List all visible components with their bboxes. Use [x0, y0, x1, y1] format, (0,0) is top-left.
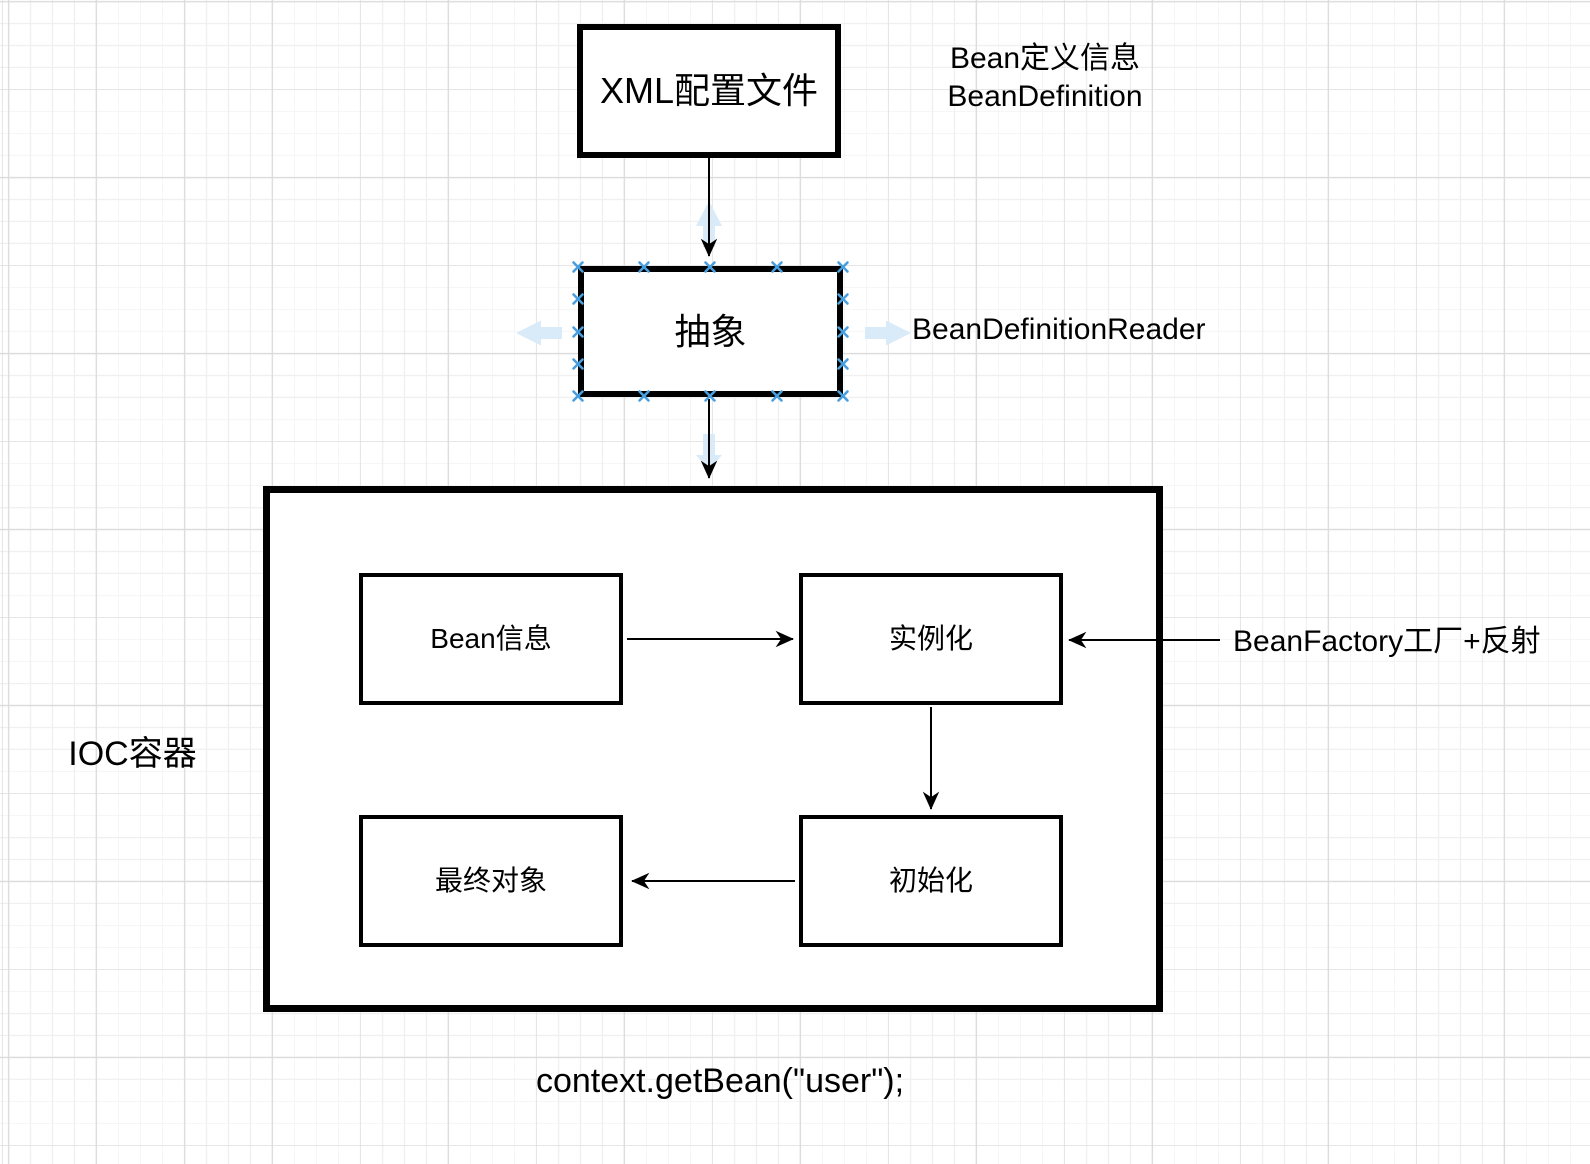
connection-point-icon[interactable] — [771, 390, 783, 402]
connection-point-icon[interactable] — [572, 390, 584, 402]
annotation-bean-definition[interactable]: Bean定义信息 BeanDefinition — [920, 40, 1170, 116]
annotation-bean-definition-line1: Bean定义信息 — [949, 42, 1141, 75]
node-instantiate-label: 实例化 — [888, 623, 973, 655]
connection-point-icon[interactable] — [572, 358, 584, 370]
annotation-bean-factory[interactable]: BeanFactory工厂+反射 — [1233, 625, 1541, 658]
connection-point-icon[interactable] — [837, 358, 849, 370]
direction-arrow-left-icon[interactable] — [516, 320, 562, 346]
direction-arrow-right-icon[interactable] — [865, 320, 911, 346]
node-bean-info[interactable]: Bean信息 — [359, 573, 623, 705]
annotation-bean-definition-line2: BeanDefinition — [947, 80, 1143, 113]
connection-point-icon[interactable] — [572, 293, 584, 305]
ioc-container-label: IOC容器 — [68, 735, 197, 773]
node-initialize-label: 初始化 — [888, 865, 973, 897]
node-initialize[interactable]: 初始化 — [799, 815, 1063, 947]
node-xml-config-file[interactable]: XML配置文件 — [577, 24, 841, 158]
selection-connection-points — [572, 261, 849, 402]
connection-point-icon[interactable] — [837, 390, 849, 402]
node-instantiate[interactable]: 实例化 — [799, 573, 1063, 705]
node-xml-config-file-label: XML配置文件 — [599, 70, 819, 112]
connection-point-icon[interactable] — [837, 326, 849, 338]
node-final-object-label: 最终对象 — [434, 865, 547, 897]
connection-point-icon[interactable] — [704, 261, 716, 273]
connection-point-icon[interactable] — [638, 261, 650, 273]
node-abstract-label: 抽象 — [674, 310, 747, 352]
annotation-bean-definition-reader[interactable]: BeanDefinitionReader — [912, 313, 1206, 346]
connection-point-icon[interactable] — [572, 261, 584, 273]
connection-point-icon[interactable] — [837, 293, 849, 305]
annotation-getbean-code[interactable]: context.getBean("user"); — [535, 1062, 905, 1100]
connection-point-icon[interactable] — [638, 390, 650, 402]
connection-point-icon[interactable] — [572, 326, 584, 338]
node-final-object[interactable]: 最终对象 — [359, 815, 623, 947]
node-bean-info-label: Bean信息 — [430, 623, 552, 655]
connection-point-icon[interactable] — [771, 261, 783, 273]
connection-point-icon[interactable] — [837, 261, 849, 273]
